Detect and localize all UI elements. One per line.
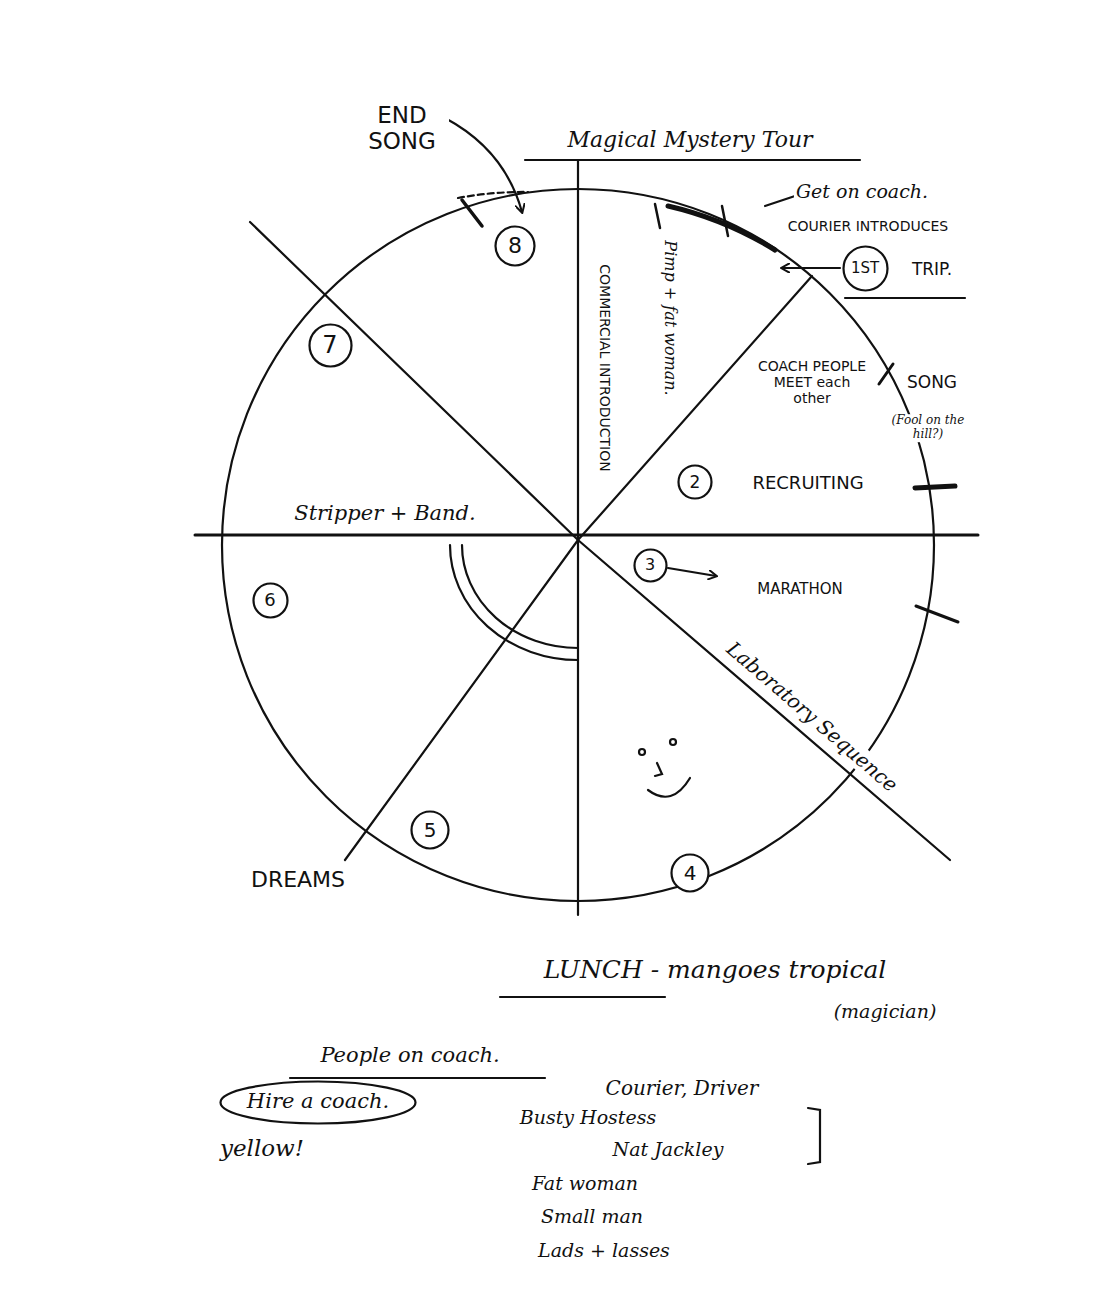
tick-mark <box>916 606 958 622</box>
segment-line <box>250 222 578 540</box>
list-item: Courier, Driver <box>604 1077 761 1100</box>
segment-label: MARATHON <box>755 581 845 598</box>
arrow <box>668 568 716 576</box>
note: TRIP. <box>910 260 954 280</box>
inner-arc <box>462 545 578 648</box>
note: yellow! <box>218 1135 306 1161</box>
tick-mark <box>655 204 660 228</box>
segment-label: Stripper + Band. <box>292 501 477 525</box>
callout-number: 1ST <box>842 245 889 292</box>
callout-number: 5 <box>410 810 450 850</box>
dashed-arc <box>458 192 528 198</box>
underline <box>290 1077 545 1079</box>
callout-number: 3 <box>633 548 668 583</box>
callout-number: 6 <box>252 582 289 619</box>
smiley-nose <box>655 763 662 776</box>
note: END SONG <box>355 102 449 155</box>
bracket <box>808 1108 820 1164</box>
segment-line <box>578 276 812 540</box>
note: SONG <box>905 373 959 393</box>
note: People on coach. <box>318 1043 501 1067</box>
node-text: 5 <box>424 819 437 841</box>
node-text: 3 <box>645 556 655 574</box>
arrow <box>445 118 522 212</box>
segment-line <box>345 540 578 860</box>
underline <box>500 996 665 998</box>
underline <box>845 297 965 299</box>
thick-arc <box>668 206 775 250</box>
segment-label: COACH PEOPLE MEET each other <box>751 358 873 406</box>
horizontal-axis <box>195 534 978 537</box>
circled-note: Hire a coach. <box>219 1080 417 1125</box>
callout-number: 7 <box>308 323 353 368</box>
tick-mark <box>915 486 955 488</box>
node-text: 7 <box>322 332 337 358</box>
tick-mark <box>462 200 482 226</box>
node-text: 6 <box>264 590 275 610</box>
list-item: Lads + lasses <box>536 1240 672 1262</box>
node-text: Hire a coach. <box>247 1090 389 1113</box>
note: Get on coach. <box>794 181 930 203</box>
list-item: Small man <box>539 1206 645 1228</box>
title: Magical Mystery Tour <box>565 127 814 152</box>
note: LUNCH - mangoes tropical <box>542 956 889 985</box>
leader-line <box>765 196 795 206</box>
note: (magician) <box>832 1001 939 1023</box>
node-text: 1ST <box>851 260 879 277</box>
smiley-mouth <box>648 778 690 797</box>
list-item: Busty Hostess <box>518 1107 659 1129</box>
smiley-eye <box>639 749 645 755</box>
callout-number: 4 <box>670 853 710 893</box>
segment-label: Pimp + fat woman. <box>661 238 679 397</box>
list-item: Fat woman <box>530 1173 640 1195</box>
inner-arc <box>450 545 578 660</box>
segment-label: DREAMS <box>249 867 347 892</box>
segment-line <box>578 540 950 860</box>
node-text: 2 <box>690 473 701 492</box>
underline <box>525 159 860 161</box>
segment-label: RECRUITING <box>750 473 865 494</box>
list-item: Nat Jackley <box>611 1139 726 1161</box>
callout-number: 2 <box>677 464 713 500</box>
segment-label: COMMERCIAL INTRODUCTION <box>597 262 613 473</box>
note: COURIER INTRODUCES <box>786 218 950 234</box>
callout-number: 8 <box>494 225 536 267</box>
tick-mark <box>879 364 893 384</box>
segment-label: Laboratory Sequence <box>720 636 903 798</box>
note: (Fool on the hill?) <box>880 414 976 442</box>
node-text: 4 <box>684 862 697 884</box>
arrow <box>782 267 840 269</box>
smiley-eye <box>670 739 676 745</box>
node-text: 8 <box>508 234 522 258</box>
